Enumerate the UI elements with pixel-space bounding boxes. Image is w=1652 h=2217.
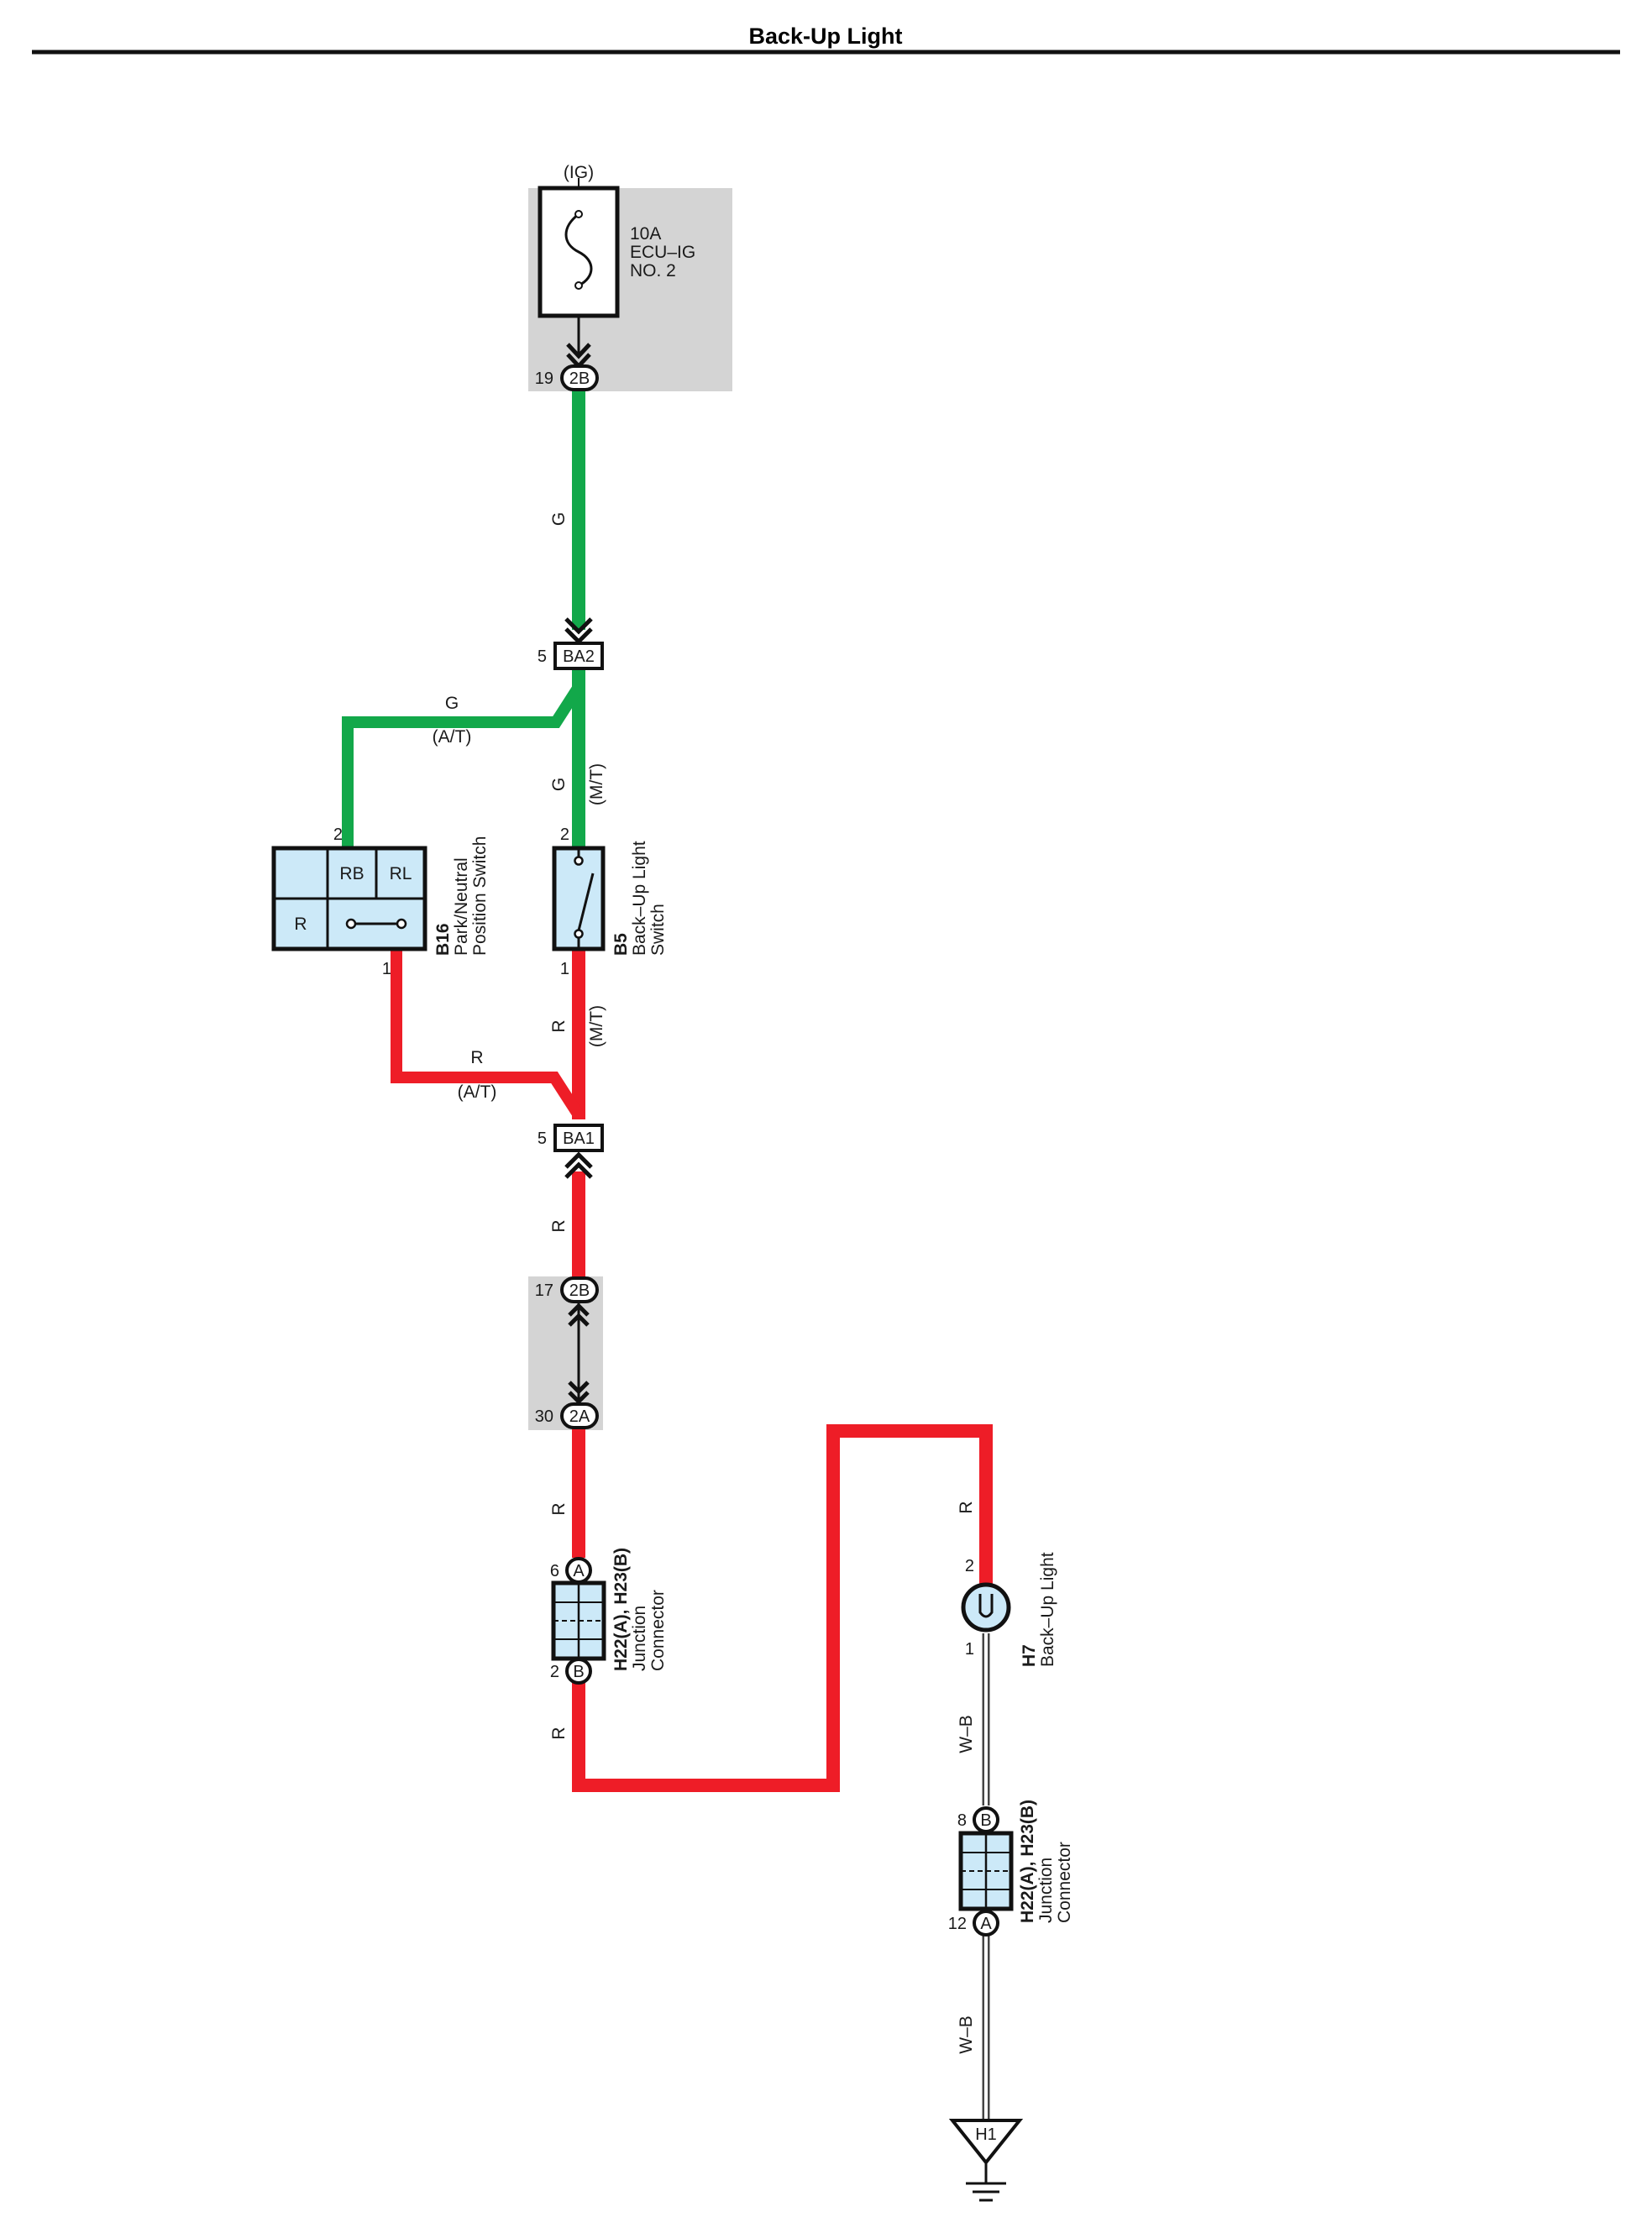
wire-g-at-variant: (A/T) [433, 727, 472, 747]
junction-right-pin-a [973, 1910, 999, 1937]
b5-name-line2: Switch [648, 904, 668, 956]
b16-pin-top: 2 [333, 825, 343, 844]
junction-left-name-line2: Connector [648, 1590, 668, 1671]
connector-2b-mid-pin: 17 [535, 1281, 553, 1300]
fuse-label-line2: ECU–IG [630, 243, 695, 262]
b16-name-line1: Park/Neutral [452, 857, 471, 956]
fuse-10a [538, 186, 620, 357]
wire-r-4-label: R [957, 1501, 976, 1513]
wire-r-at-label: R [470, 1048, 483, 1067]
b16-park-neutral-switch [271, 846, 427, 951]
junction-right-pin-b-name: B [980, 1811, 991, 1830]
b16-cell-rl: RL [390, 864, 412, 883]
junction-left-pin-b-name: B [573, 1663, 584, 1681]
connector-ba2-name: BA2 [563, 647, 595, 666]
wire-r-mt-variant: (M/T) [587, 1005, 606, 1047]
junction-left-name-line1: Junction [630, 1606, 649, 1671]
connector-ba1-pin: 5 [538, 1129, 547, 1148]
wire-g-mt-label: G [549, 778, 569, 791]
h7-pin-bottom: 1 [965, 1640, 974, 1659]
wire-r-3 [572, 1424, 993, 1792]
fuse-label-line3: NO. 2 [630, 261, 676, 280]
junction-left-pin-a-name: A [573, 1562, 585, 1580]
connector-2b-top [560, 364, 599, 391]
wire-r-3-label: R [549, 1727, 569, 1739]
ground-code: H1 [975, 2125, 997, 2144]
connector-ba1 [553, 1124, 604, 1152]
wire-r-at-variant: (A/T) [458, 1082, 497, 1102]
h7-code: H7 [1020, 1644, 1039, 1667]
junction-left-block [551, 1580, 606, 1661]
h7-pin-top: 2 [965, 1557, 974, 1575]
b5-pin-bottom: 1 [560, 960, 569, 978]
power-source-label: (IG) [564, 163, 594, 182]
wire-g-at-label: G [445, 694, 459, 713]
junction-right-name-line1: Junction [1036, 1858, 1056, 1923]
wire-r-at [391, 949, 584, 1119]
h7-name-line1: Back–Up Light [1038, 1552, 1057, 1667]
wire-wb-1-label: W–B [957, 1715, 976, 1753]
wire-wb-2-label: W–B [957, 2015, 976, 2054]
junction-right-block [958, 1831, 1014, 1911]
b16-cell-r: R [294, 915, 307, 934]
junction-right-name-line2: Connector [1055, 1842, 1074, 1923]
junction-right-pin-a-name: A [980, 1915, 992, 1933]
b5-name-line1: Back–Up Light [630, 841, 649, 956]
connector-ba2-pin: 5 [538, 647, 547, 666]
wire-g-main-label: G [549, 512, 569, 526]
connector-2b-top-name: 2B [569, 370, 590, 388]
junction-left-code: H22(A), H23(B) [611, 1548, 631, 1671]
junction-right-pin-a-num: 12 [948, 1915, 967, 1933]
b16-code: B16 [433, 923, 453, 956]
page-title: Back-Up Light [748, 24, 902, 49]
wire-g-mt-variant: (M/T) [587, 763, 606, 805]
b16-name-line2: Position Switch [470, 836, 490, 956]
connector-2a [560, 1402, 599, 1429]
b5-back-up-light-switch [552, 846, 606, 951]
wire-r-mt-label: R [549, 1019, 569, 1032]
junction-left-pin-b [565, 1658, 592, 1685]
junction-right-code: H22(A), H23(B) [1018, 1800, 1037, 1923]
junction-left-pin-a-num: 6 [550, 1562, 559, 1580]
connector-ba2 [553, 642, 604, 670]
connector-ba1-name: BA1 [563, 1129, 595, 1148]
wire-g-at [342, 684, 584, 848]
junction-left-pin-b-num: 2 [550, 1663, 559, 1681]
b5-code: B5 [611, 933, 631, 956]
wire-r-2-label: R [549, 1502, 569, 1515]
connector-2b-top-pin: 19 [535, 370, 553, 388]
b5-pin-top: 2 [560, 825, 569, 844]
b16-cell-rb: RB [339, 864, 364, 883]
h7-back-up-light-bulb [961, 1582, 1011, 1633]
junction-right-pin-b-num: 8 [957, 1811, 967, 1830]
b16-pin-bottom: 1 [382, 960, 391, 978]
connector-2a-pin: 30 [535, 1407, 553, 1426]
wire-r-1-label: R [549, 1219, 569, 1232]
connector-2b-mid-name: 2B [569, 1281, 590, 1300]
junction-internal-link [568, 1302, 590, 1405]
fuse-label-line1: 10A [630, 224, 661, 244]
connector-2a-name: 2A [569, 1407, 590, 1426]
ground-icon [948, 2119, 1024, 2202]
chevron-ba1-icon [564, 1151, 593, 1179]
